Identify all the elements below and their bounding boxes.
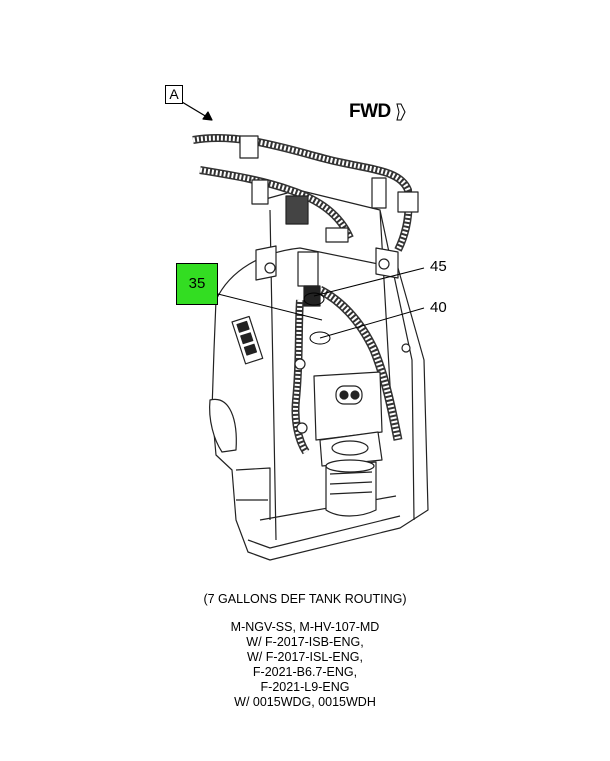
view-label: A: [165, 85, 183, 104]
applicability-notes: M-NGV-SS, M-HV-107-MD W/ F-2017-ISB-ENG,…: [0, 620, 610, 710]
callout-35-highlighted[interactable]: 35: [176, 263, 218, 305]
applicability-line: W/ 0015WDG, 0015WDH: [234, 695, 376, 709]
callout-40[interactable]: 40: [430, 299, 447, 316]
applicability-line: F-2021-L9-ENG: [260, 680, 350, 694]
diagram-caption: (7 GALLONS DEF TANK ROUTING): [203, 592, 407, 606]
forward-direction-label: FWD: [349, 101, 391, 122]
applicability-line: W/ F-2017-ISB-ENG,: [246, 635, 364, 649]
applicability-line: F-2021-B6.7-ENG,: [252, 665, 358, 679]
applicability-line: W/ F-2017-ISL-ENG,: [247, 650, 363, 664]
applicability-line: M-NGV-SS, M-HV-107-MD: [230, 620, 380, 634]
forward-arrow-icon: [396, 103, 406, 121]
warning-label-icon: [231, 315, 264, 365]
callout-45[interactable]: 45: [430, 258, 447, 275]
